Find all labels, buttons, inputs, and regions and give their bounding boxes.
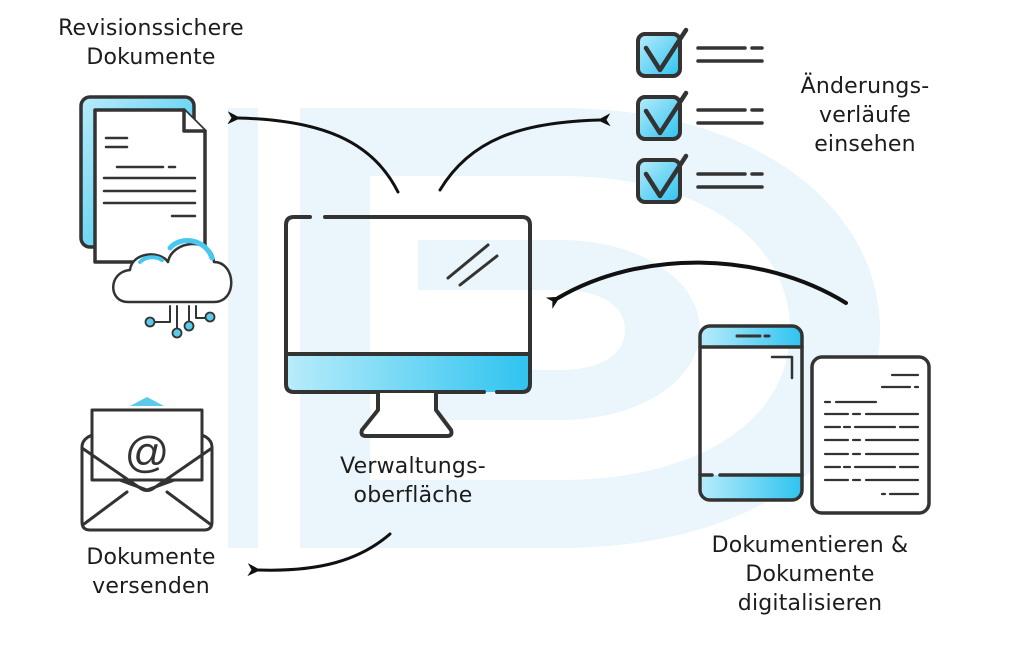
label-dokumentieren-digitalisieren: Dokumentieren & Dokumente digitalisieren: [688, 531, 932, 618]
arrows: [227, 111, 848, 577]
arrow-to-aenderungsverlaeufe: [438, 113, 611, 192]
label-verwaltungsoberflaeche: Verwaltungs- oberfläche: [302, 452, 524, 510]
label-line: verläufe: [818, 103, 912, 128]
checklist-icon: [636, 27, 764, 204]
at-symbol: @: [125, 428, 170, 477]
label-revisionssichere-dokumente: Revisionssichere Dokumente: [40, 14, 262, 72]
phone-document-icon: [698, 324, 931, 515]
arrow-to-revisionssichere-dokumente: [227, 111, 400, 194]
label-line: Änderungs-: [800, 74, 930, 99]
label-line: digitalisieren: [737, 591, 883, 616]
watermark-bar-left: [228, 108, 258, 548]
arrow-to-verwaltungsoberflaeche: [545, 260, 848, 309]
label-line: einsehen: [814, 132, 916, 157]
watermark-d-shape: [300, 108, 880, 548]
document-cloud-icon: [79, 95, 233, 339]
checklist-item: [636, 27, 764, 78]
arrow-to-dokumente-versenden: [247, 532, 392, 577]
label-aenderungsverlaeufe: Änderungs- verläufe einsehen: [770, 72, 960, 159]
label-dokumente-versenden: Dokumente versenden: [52, 543, 250, 601]
label-line: oberfläche: [353, 483, 473, 508]
label-line: Dokumentieren &: [711, 533, 909, 558]
label-line: Dokumente: [86, 545, 216, 570]
envelope-email-icon: @: [80, 397, 214, 532]
label-line: Verwaltungs-: [340, 454, 486, 479]
label-line: Revisionssichere: [58, 16, 244, 41]
checklist-item: [636, 153, 764, 204]
monitor-icon: [284, 215, 532, 438]
label-line: Dokumente: [745, 562, 875, 587]
checklist-item: [636, 90, 764, 141]
label-line: versenden: [92, 574, 210, 599]
label-line: Dokumente: [86, 45, 216, 70]
